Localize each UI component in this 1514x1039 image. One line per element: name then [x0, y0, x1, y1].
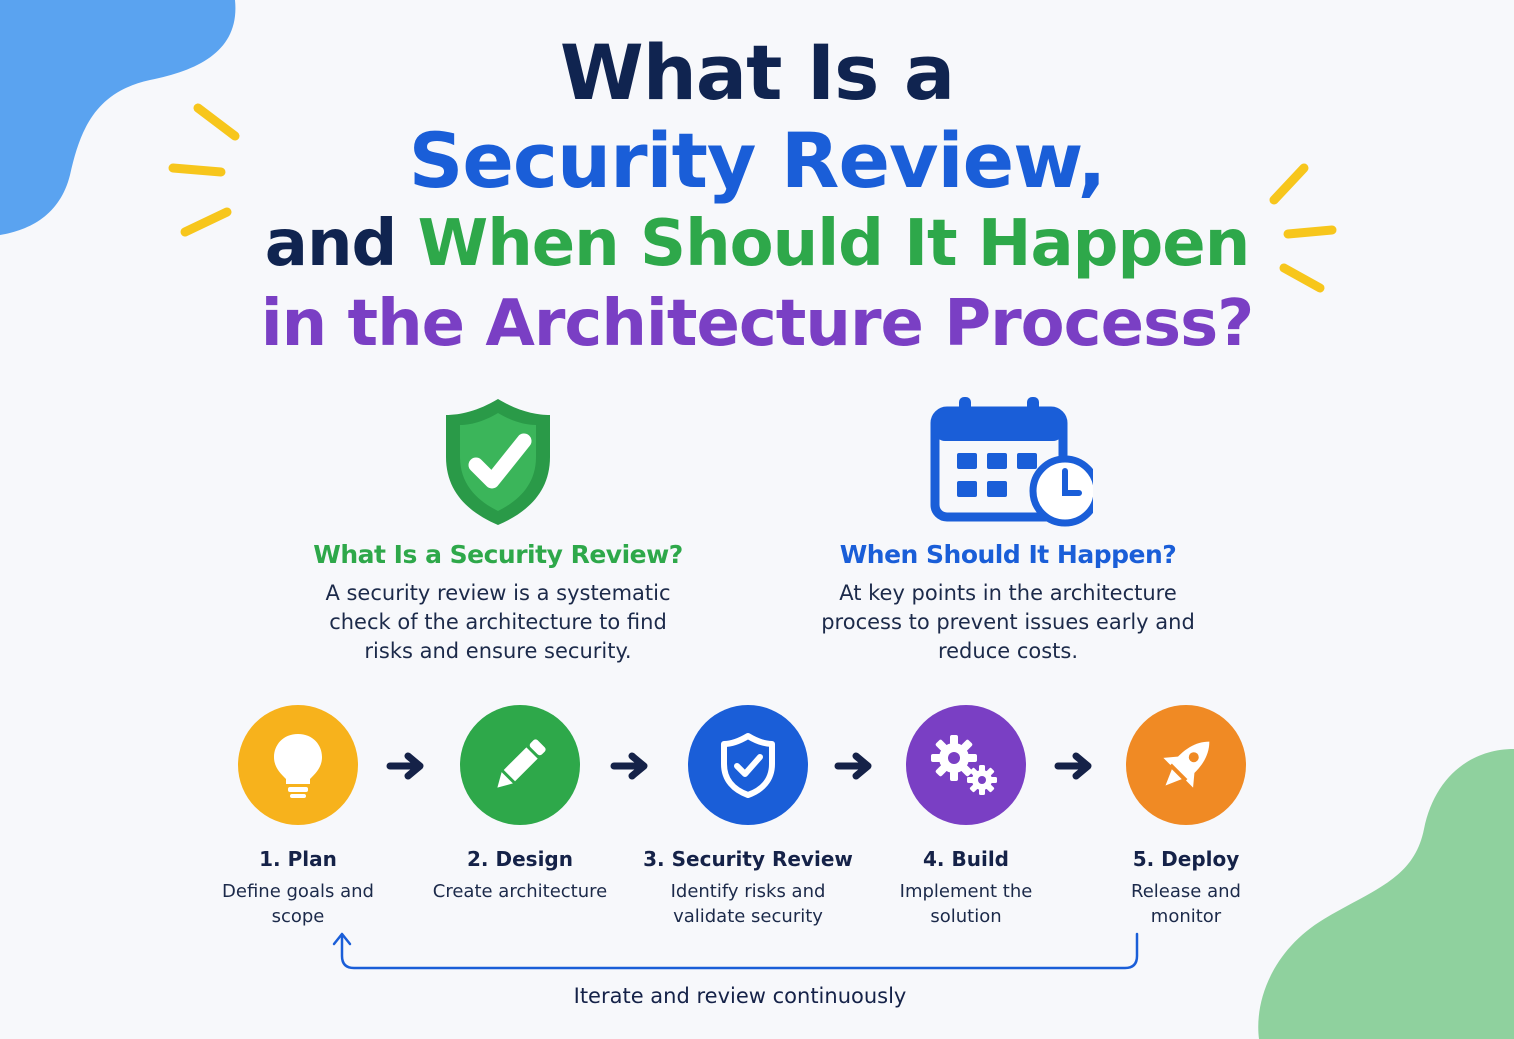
- step-build: 4. Build Implement the solution: [846, 705, 1086, 929]
- step-plan-label: 1. Plan: [259, 847, 337, 871]
- what-is-column: What Is a Security Review? A security re…: [278, 395, 718, 666]
- title-line-3-part-2: When Should It Happen: [417, 207, 1251, 281]
- step-plan-circle: [238, 705, 358, 825]
- arrow-build-to-deploy: [1054, 752, 1092, 780]
- step-build-circle: [906, 705, 1026, 825]
- arrow-design-to-security-review: [610, 752, 648, 780]
- shield-check-icon: [446, 399, 550, 525]
- title-line-3: and When Should It Happen: [0, 206, 1514, 282]
- step-security-review-description: Identify risks and validate security: [670, 881, 826, 927]
- shield-check-icon: [721, 733, 775, 798]
- arrow-plan-to-design: [386, 752, 424, 780]
- rocket-icon: [1163, 741, 1210, 788]
- step-security-review-circle: [688, 705, 808, 825]
- step-deploy-circle: [1126, 705, 1246, 825]
- page-title: What Is a Security Review, and When Shou…: [0, 30, 1514, 366]
- step-security-review: 3. Security Review Identify risks and va…: [628, 705, 868, 929]
- gears-icon: [931, 735, 997, 795]
- iteration-loop-label: Iterate and review continuously: [573, 984, 907, 1008]
- when-description: At key points in the architecture proces…: [821, 581, 1195, 663]
- title-line-3-part-1: and: [264, 207, 398, 281]
- blue-blob-decoration: [0, 0, 236, 235]
- what-is-heading: What Is a Security Review?: [313, 540, 683, 569]
- what-is-description: A security review is a systematic check …: [325, 581, 671, 663]
- sparkle-left-decoration: [168, 103, 240, 237]
- title-line-4: in the Architecture Process?: [260, 287, 1255, 361]
- lightbulb-icon: [274, 734, 322, 798]
- pencil-icon: [497, 739, 546, 788]
- green-blob-decoration: [1258, 749, 1514, 1039]
- iteration-loop-arrow: [332, 932, 1139, 970]
- arrow-security-review-to-build: [834, 752, 872, 780]
- step-design-circle: [460, 705, 580, 825]
- step-deploy: 5. Deploy Release and monitor: [1066, 705, 1306, 929]
- title-line-2: Security Review,: [408, 116, 1107, 205]
- step-design-label: 2. Design: [467, 847, 573, 871]
- sparkle-right-decoration: [1269, 163, 1337, 293]
- when-heading: When Should It Happen?: [839, 540, 1177, 569]
- step-design: 2. Design Create architecture: [400, 705, 640, 904]
- calendar-clock-icon: [930, 397, 1093, 527]
- title-line-1: What Is a: [559, 28, 955, 117]
- step-design-description: Create architecture: [432, 881, 608, 902]
- step-plan: 1. Plan Define goals and scope: [178, 705, 418, 929]
- when-column: When Should It Happen? At key points in …: [788, 395, 1228, 666]
- step-security-review-label: 3. Security Review: [643, 847, 853, 871]
- step-plan-description: Define goals and scope: [222, 881, 374, 927]
- step-deploy-label: 5. Deploy: [1132, 847, 1240, 871]
- step-build-description: Implement the solution: [899, 881, 1033, 927]
- step-build-label: 4. Build: [923, 847, 1009, 871]
- step-deploy-description: Release and monitor: [1131, 881, 1241, 927]
